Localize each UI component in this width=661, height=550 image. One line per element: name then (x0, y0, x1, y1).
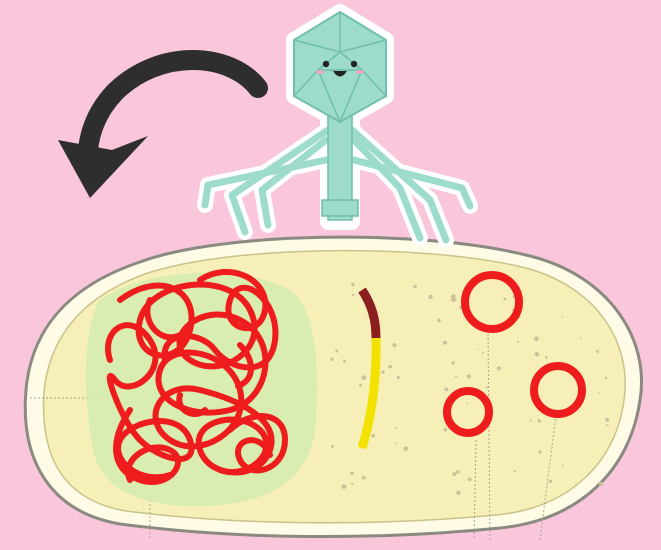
speckle (362, 476, 366, 480)
speckle (404, 447, 408, 451)
speckle (599, 482, 603, 486)
speckle (477, 349, 479, 351)
speckle (466, 402, 468, 404)
speckle (514, 470, 516, 472)
speckle (456, 491, 460, 495)
speckle (549, 480, 552, 483)
speckle (598, 392, 600, 394)
speckle (335, 350, 338, 353)
speckle (351, 283, 354, 286)
speckle (580, 337, 582, 339)
speckle (381, 371, 384, 374)
speckle (330, 358, 333, 361)
speckle (545, 356, 548, 359)
speckle (350, 472, 353, 475)
speckle (534, 336, 539, 341)
speckle (351, 483, 353, 485)
speckle (562, 316, 564, 318)
speckle (371, 434, 375, 438)
speckle (343, 360, 346, 363)
speckle (388, 365, 392, 369)
speckle (451, 361, 454, 364)
speckle (539, 451, 542, 454)
speckle (538, 419, 541, 422)
bacteriophage-icon (205, 12, 470, 240)
speckle (352, 294, 354, 296)
speckle (413, 285, 417, 289)
speckle (437, 319, 441, 323)
speckle (467, 374, 471, 378)
speckle (605, 377, 607, 379)
speckle (362, 375, 367, 380)
speckle (605, 418, 609, 422)
speckle (359, 384, 362, 387)
speckle (535, 352, 540, 357)
speckle (451, 294, 456, 299)
speckle (503, 298, 506, 301)
speckle (486, 386, 488, 388)
speckle (562, 465, 564, 467)
speckle (444, 428, 448, 432)
speckle (468, 478, 472, 482)
speckle (517, 341, 519, 343)
speckle (596, 350, 599, 353)
speckle (452, 472, 456, 476)
speckle (606, 424, 608, 426)
speckle (455, 375, 457, 377)
speckle (530, 419, 532, 421)
speckle (342, 484, 347, 489)
speckle (397, 376, 400, 379)
speckle (445, 388, 449, 392)
speckle (395, 427, 397, 429)
phage-baseplate (322, 200, 358, 216)
speckle (428, 295, 432, 299)
speckle (395, 443, 397, 445)
speckle (456, 470, 459, 473)
speckle (443, 341, 447, 345)
speckle (482, 352, 484, 354)
speckle (392, 343, 396, 347)
speckle (497, 366, 501, 370)
speckle (331, 445, 334, 448)
